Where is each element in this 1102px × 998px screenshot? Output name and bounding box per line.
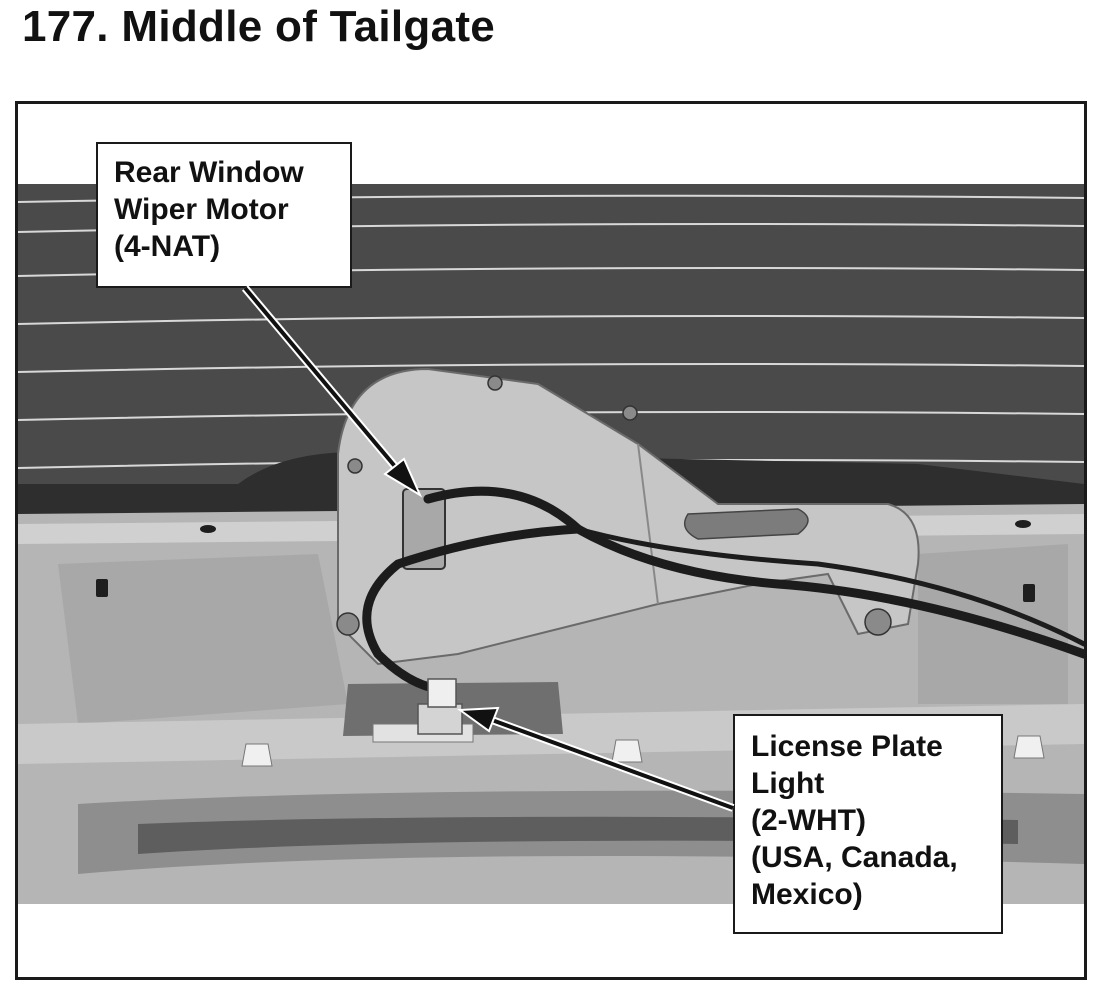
callout-line: License Plate bbox=[751, 730, 943, 763]
wire-harness bbox=[362, 486, 1084, 694]
bracket-slot bbox=[683, 508, 809, 540]
callout-line: (2-WHT) bbox=[751, 804, 866, 837]
page-title: 177. Middle of Tailgate bbox=[22, 2, 496, 51]
callout-line: (4-NAT) bbox=[114, 230, 221, 263]
license-plate-light-connector bbox=[372, 678, 474, 743]
bracket-bolts bbox=[336, 375, 892, 636]
panel-recess bbox=[58, 554, 348, 724]
callout-line: Mexico) bbox=[751, 878, 863, 911]
callout-line: Rear Window bbox=[114, 156, 304, 189]
callout-line: Light bbox=[751, 767, 825, 800]
callout-line: Wiper Motor bbox=[114, 193, 289, 226]
callout-license-plate-light: License Plate Light (2-WHT) (USA, Canada… bbox=[733, 714, 1003, 934]
callout-wiper-motor: Rear Window Wiper Motor (4-NAT) bbox=[96, 142, 352, 288]
bracket-fold bbox=[637, 443, 659, 605]
callout-line: (USA, Canada, bbox=[751, 841, 958, 874]
